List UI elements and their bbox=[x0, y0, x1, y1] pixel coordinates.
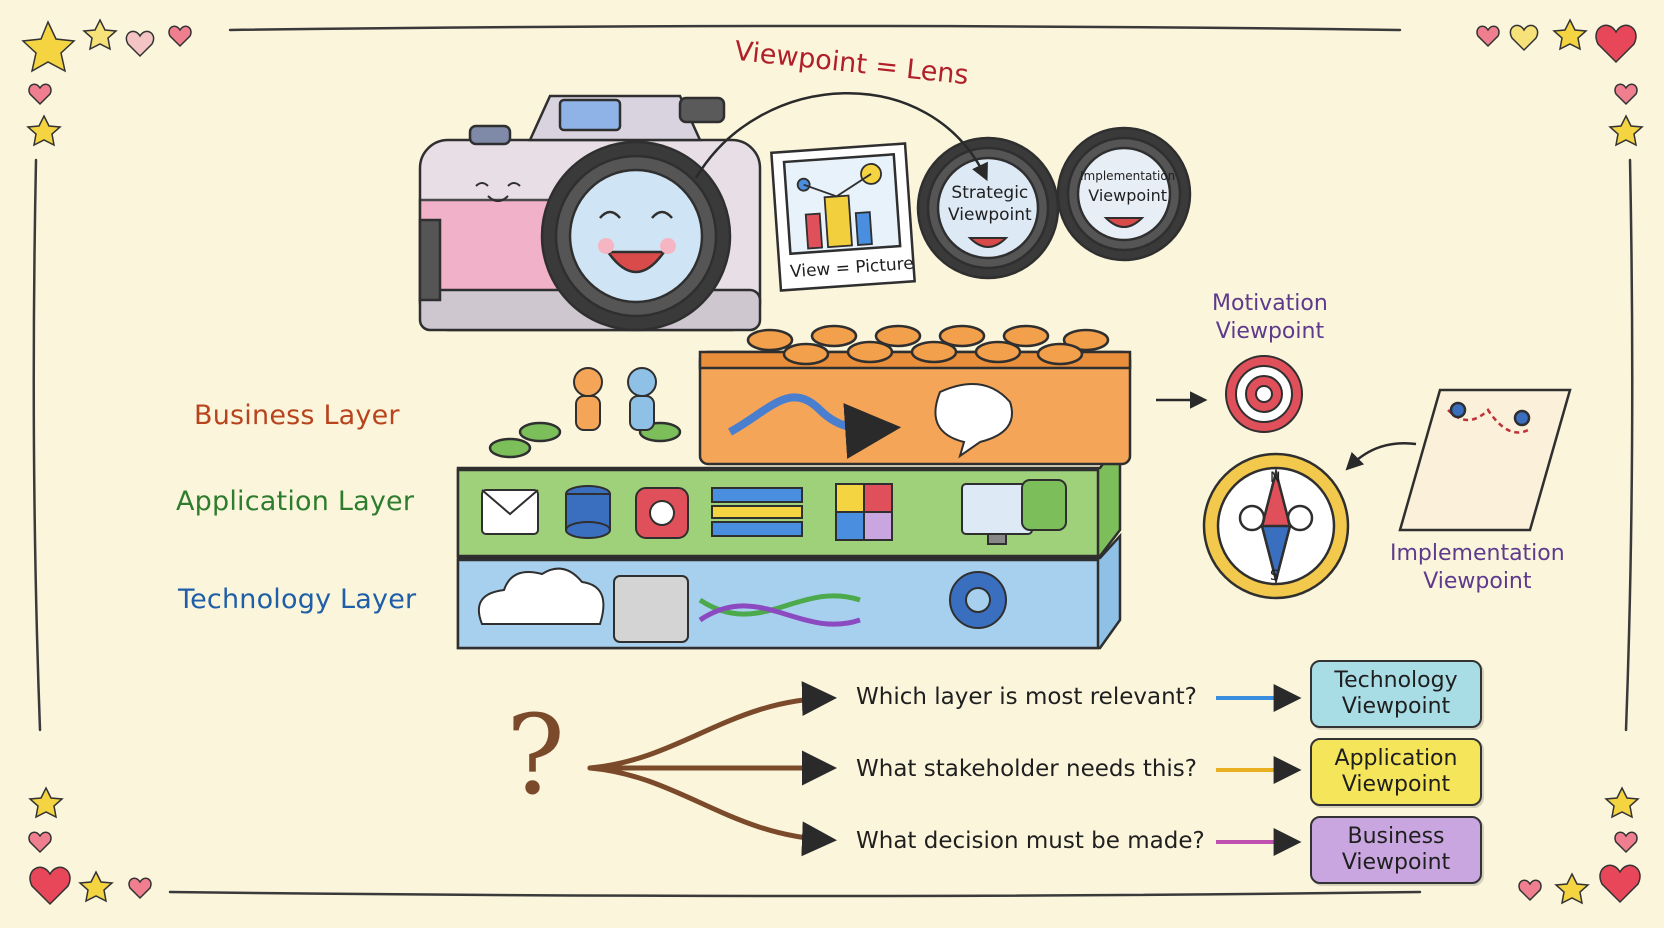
compass-north-letter: N bbox=[1270, 470, 1281, 486]
star-icon bbox=[78, 870, 114, 903]
star-icon bbox=[26, 114, 62, 147]
camera bbox=[418, 94, 762, 332]
flow-arrow-icon bbox=[728, 393, 902, 459]
application-layer-label: Application Layer bbox=[176, 486, 415, 517]
application-viewpoint-box: Application Viewpoint bbox=[1310, 738, 1482, 806]
heart-icon bbox=[28, 831, 52, 854]
monitor-icon bbox=[961, 479, 1067, 545]
people-icon bbox=[573, 367, 657, 431]
heart-icon bbox=[1599, 864, 1641, 904]
heart-icon bbox=[1509, 24, 1539, 52]
target-icon bbox=[1225, 355, 1303, 433]
question-layer: Which layer is most relevant? bbox=[856, 684, 1197, 710]
heart-icon bbox=[1595, 24, 1637, 64]
heart-icon bbox=[1476, 25, 1500, 48]
viewpoint-arrows bbox=[1216, 684, 1302, 856]
heart-icon bbox=[1614, 831, 1638, 854]
implementation-viewpoint-label: Implementation Viewpoint bbox=[1390, 541, 1565, 594]
motivation-viewpoint-label: Motivation Viewpoint bbox=[1212, 291, 1328, 344]
cloud-icon bbox=[477, 567, 605, 625]
corner-decorations bbox=[21, 18, 1644, 906]
implementation-lens bbox=[1056, 126, 1192, 262]
heart-icon bbox=[125, 30, 155, 58]
layer-stack bbox=[456, 324, 1132, 650]
question-mark: ? bbox=[506, 691, 565, 819]
lens-face bbox=[599, 210, 673, 274]
application-icons bbox=[481, 479, 1067, 545]
heart-icon bbox=[28, 83, 52, 106]
strategic-lens bbox=[916, 136, 1060, 280]
puzzle-icon bbox=[835, 483, 893, 541]
heart-icon bbox=[168, 25, 192, 48]
business-viewpoint-box: Business Viewpoint bbox=[1310, 816, 1482, 884]
chat-bubble-icon bbox=[934, 383, 1013, 459]
lens-arrow bbox=[694, 92, 988, 182]
database-icon bbox=[565, 485, 611, 539]
star-icon bbox=[82, 18, 118, 51]
picture-card bbox=[770, 142, 916, 292]
decision-arrows bbox=[587, 681, 837, 857]
scroll-icon bbox=[1398, 388, 1572, 532]
star-icon bbox=[28, 786, 64, 819]
heart-icon bbox=[128, 877, 152, 900]
star-icon bbox=[1554, 872, 1590, 905]
strategic-lens-label: Strategic Viewpoint bbox=[948, 183, 1032, 225]
star-icon bbox=[1552, 18, 1588, 51]
server-box-icon bbox=[613, 575, 689, 643]
business-layer-label: Business Layer bbox=[194, 400, 400, 431]
heart-icon bbox=[1518, 879, 1542, 902]
brick-studs bbox=[746, 324, 1110, 366]
implementation-lens-label: Implementation Viewpoint bbox=[1080, 169, 1176, 205]
question-stakeholder: What stakeholder needs this? bbox=[856, 756, 1197, 782]
star-icon bbox=[21, 20, 76, 73]
technology-viewpoint-box: Technology Viewpoint bbox=[1310, 660, 1482, 728]
technology-icons bbox=[477, 567, 1007, 643]
camera-smile bbox=[475, 182, 521, 202]
dashboard-icon bbox=[711, 487, 803, 537]
compass-south-letter: S bbox=[1270, 568, 1279, 584]
frame-border bbox=[32, 24, 1634, 898]
heart-icon bbox=[29, 866, 71, 906]
question-decision: What decision must be made? bbox=[856, 828, 1205, 854]
star-icon bbox=[1608, 114, 1644, 147]
scroll-to-compass-arrow bbox=[1345, 441, 1417, 471]
heart-icon bbox=[1614, 83, 1638, 106]
star-icon bbox=[1604, 786, 1640, 819]
compass-icon bbox=[1202, 452, 1350, 600]
technology-layer-label: Technology Layer bbox=[178, 584, 417, 615]
